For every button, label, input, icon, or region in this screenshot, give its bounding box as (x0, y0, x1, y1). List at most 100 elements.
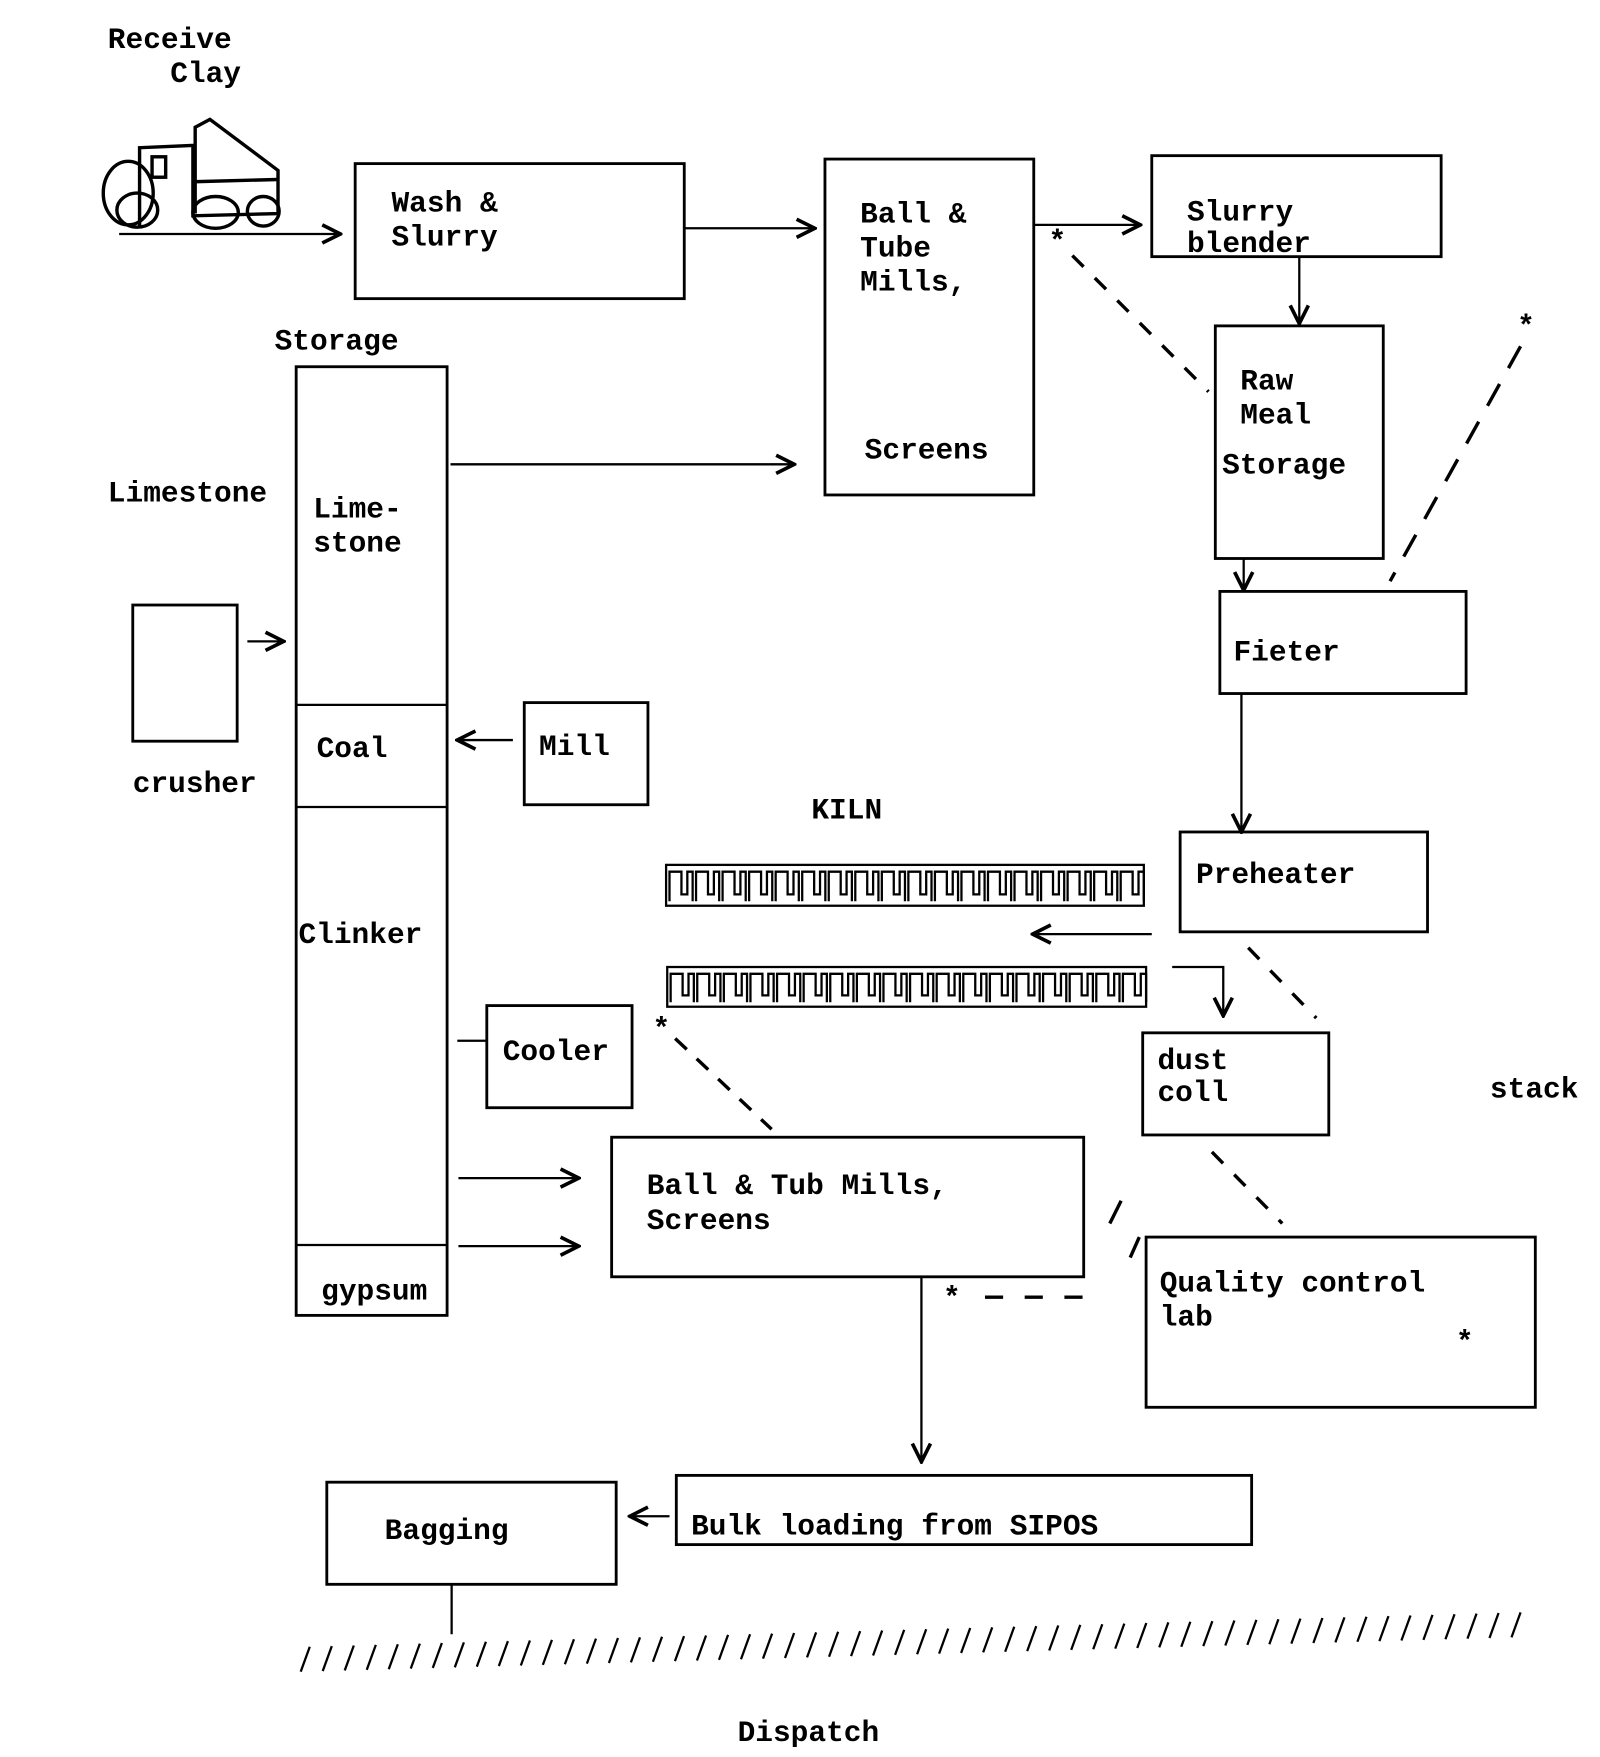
hatch-mark (343, 1645, 355, 1671)
wash-label-2: Slurry (391, 220, 498, 254)
clay-label: Clay (170, 57, 241, 91)
hatch-mark (431, 1642, 443, 1669)
store-limestone-1: Lime- (313, 493, 402, 527)
storage-label: Storage (275, 325, 399, 359)
hatch-mark (1004, 1626, 1016, 1653)
asterisk-marker: * (943, 1281, 961, 1315)
fieter-box (1218, 589, 1468, 695)
dust-line (674, 1037, 773, 1131)
mills1-label-2: Tube (860, 232, 931, 266)
hatch-mark (982, 1626, 994, 1653)
hatch-mark (673, 1635, 686, 1662)
hatch-mark (1334, 1617, 1346, 1643)
hatch-mark (1048, 1625, 1060, 1651)
receive-label: Receive (108, 23, 232, 57)
quality-control-lab-box (1144, 1235, 1537, 1409)
dust-label-2: coll (1157, 1076, 1228, 1110)
bulk-loading-box (674, 1473, 1254, 1547)
qc-label-1: Quality control (1160, 1267, 1426, 1301)
hatch-mark (783, 1632, 796, 1659)
raw-meal-storage-box (1213, 324, 1385, 560)
crusher-box (131, 603, 239, 743)
hatch-mark (849, 1630, 862, 1657)
raw-label-3: Storage (1222, 448, 1346, 482)
hatch-mark (1444, 1613, 1456, 1640)
preheater-label: Preheater (1196, 858, 1355, 892)
hatch-mark (1422, 1614, 1434, 1641)
hatch-mark (1026, 1625, 1038, 1652)
slurry-label-1: Slurry (1187, 195, 1294, 229)
arrow-kiln-to-dust (1172, 965, 1223, 1016)
store-coal: Coal (317, 732, 388, 766)
hatch-mark (453, 1641, 465, 1668)
store-gypsum: gypsum (321, 1274, 427, 1308)
hatch-mark (1488, 1612, 1500, 1639)
cooler-box (485, 1004, 634, 1110)
mills1-label-4: Screens (865, 434, 989, 468)
asterisk-marker: * (1049, 225, 1067, 259)
kiln-coil-icon (664, 863, 1145, 907)
hatch-mark (872, 1630, 884, 1656)
hatch-mark (409, 1643, 421, 1669)
asterisk-marker: * (1456, 1326, 1474, 1360)
mills2-label-2: Screens (647, 1204, 771, 1238)
qc-label-2: lab (1160, 1301, 1213, 1335)
raw-label-1: Raw (1240, 364, 1293, 398)
dust-line (1247, 946, 1318, 1020)
slurry-blender-box (1150, 154, 1443, 259)
cooler-label: Cooler (503, 1035, 609, 1069)
hatch-mark (1070, 1624, 1082, 1651)
dust-line (1388, 345, 1523, 583)
stack-label: stack (1490, 1073, 1579, 1107)
wash-slurry-box (353, 162, 686, 301)
hatch-mark (629, 1636, 642, 1663)
hatch-mark (1202, 1620, 1214, 1647)
hatch-mark (1400, 1615, 1412, 1641)
hatch-mark (916, 1628, 928, 1655)
slurry-label-2: blender (1187, 227, 1311, 261)
hatch-mark (739, 1633, 752, 1660)
dump-truck-icon (101, 117, 281, 230)
hatch-mark (607, 1637, 620, 1664)
hatch-mark (1224, 1620, 1236, 1646)
hatch-mark (1092, 1623, 1104, 1650)
hatch-mark (387, 1643, 399, 1670)
asterisk-marker: * (1517, 310, 1535, 344)
store-limestone-2: stone (313, 527, 402, 561)
hatch-mark (1466, 1613, 1478, 1640)
hatch-mark (960, 1627, 972, 1654)
kiln-label: KILN (811, 793, 882, 827)
hatch-mark (827, 1631, 840, 1658)
bagging-label: Bagging (385, 1514, 509, 1548)
hatch-mark (585, 1638, 598, 1664)
hatch-mark (1268, 1618, 1280, 1645)
hatch-mark (1114, 1623, 1126, 1649)
hatch-mark (563, 1638, 576, 1665)
hatch-mark (1136, 1622, 1148, 1649)
hatch-mark (541, 1639, 554, 1666)
kiln-coil-icon (666, 965, 1148, 1008)
hatch-mark (519, 1640, 531, 1666)
dust-line (1210, 1150, 1284, 1225)
preheater-box (1178, 830, 1429, 934)
kiln-coil-pattern (669, 972, 1148, 1003)
raw-label-2: Meal (1240, 398, 1311, 432)
dust-collector-box (1141, 1031, 1331, 1137)
dust-line (1071, 254, 1210, 393)
ball-tube-mills-box (823, 157, 1036, 497)
storage-column (294, 365, 449, 1317)
hatch-mark (1312, 1617, 1324, 1644)
hatch-mark (321, 1645, 333, 1672)
hatch-mark (1378, 1615, 1390, 1642)
hatch-mark (365, 1644, 377, 1671)
crusher-label: crusher (133, 767, 257, 801)
mill-box (522, 701, 650, 807)
asterisk-marker: * (652, 1012, 670, 1046)
mills1-label-3: Mills, (860, 266, 966, 300)
hatch-mark (1158, 1621, 1170, 1648)
hatch-mark (475, 1641, 487, 1668)
hatch-mark (894, 1629, 906, 1656)
bulk-label: Bulk loading from SIPOS (691, 1509, 1098, 1543)
kiln-coil-pattern (668, 870, 1145, 902)
